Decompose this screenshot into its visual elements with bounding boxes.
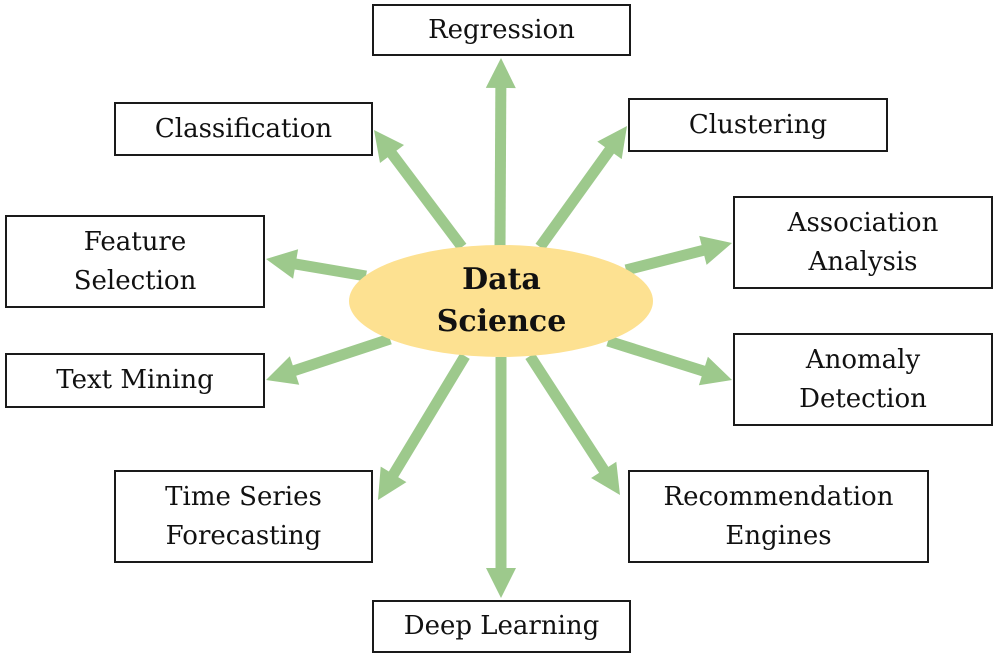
arrow-head-regression [485, 58, 516, 89]
arrow-head-association-analysis [699, 235, 732, 265]
center-label-line-2: Science [436, 304, 567, 339]
arrow-shaft-text-mining [290, 333, 392, 377]
arrow-shaft-recommendation-engines [525, 353, 610, 475]
arrow-to-text-mining [266, 333, 392, 385]
arrow-head-time-series-forecasting [378, 466, 407, 500]
arrow-head-recommendation-engines [591, 461, 620, 495]
node-anomaly-detection: Anomaly Detection [733, 333, 993, 426]
node-association-analysis: Association Analysis [733, 196, 993, 289]
arrow-shaft-feature-selection [292, 258, 367, 282]
node-feature-selection-line-1: Feature [83, 226, 187, 257]
node-anomaly-detection-line-2: Detection [799, 383, 927, 414]
arrow-head-feature-selection [266, 249, 299, 279]
node-text-mining: Text Mining [5, 353, 265, 408]
node-deep-learning: Deep Learning [372, 600, 631, 653]
arrow-head-anomaly-detection [698, 356, 732, 386]
arrow-shaft-clustering [535, 145, 616, 251]
arrow-head-text-mining [266, 356, 300, 385]
node-time-series-forecasting-line-1: Time Series [165, 481, 322, 512]
node-anomaly-detection-line-1: Anomaly [805, 344, 921, 375]
node-deep-learning-line-1: Deep Learning [403, 611, 600, 641]
node-classification: Classification [114, 102, 373, 156]
node-text-mining-line-1: Text Mining [56, 365, 214, 395]
arrow-to-anomaly-detection [606, 335, 732, 386]
arrow-shaft-classification [386, 149, 467, 251]
arrow-to-clustering [535, 126, 627, 251]
node-association-analysis-line-2: Analysis [808, 246, 918, 277]
arrow-head-classification [374, 130, 404, 163]
node-association-analysis-line-1: Association [787, 207, 939, 238]
node-regression-line-1: Regression [428, 14, 575, 45]
arrow-to-association-analysis [624, 235, 732, 276]
node-recommendation-engines-line-1: Recommendation [663, 481, 894, 512]
arrow-to-feature-selection [266, 249, 367, 282]
node-classification-line-1: Classification [154, 113, 333, 144]
node-recommendation-engines-line-2: Engines [725, 520, 832, 551]
node-recommendation-engines: Recommendation Engines [628, 470, 929, 563]
center-label-line-1: Data [462, 262, 541, 297]
arrow-head-clustering [597, 126, 627, 160]
arrow-shaft-regression [494, 85, 507, 249]
arrow-shaft-association-analysis [624, 244, 707, 276]
arrow-shaft-time-series-forecasting [387, 353, 470, 479]
node-time-series-forecasting-line-2: Forecasting [165, 520, 322, 551]
arrow-to-classification [374, 130, 467, 251]
arrow-to-time-series-forecasting [378, 353, 470, 500]
center-ellipse [349, 245, 653, 357]
arrows-layer [266, 58, 732, 598]
arrow-shaft-anomaly-detection [606, 335, 707, 377]
arrow-head-deep-learning [486, 568, 516, 598]
node-clustering-line-1: Clustering [688, 109, 828, 140]
node-clustering: Clustering [628, 98, 888, 152]
node-feature-selection-line-2: Selection [73, 265, 197, 296]
arrow-to-recommendation-engines [525, 353, 620, 495]
arrow-to-deep-learning [486, 357, 516, 598]
node-time-series-forecasting: Time Series Forecasting [114, 470, 373, 563]
arrow-to-regression [485, 58, 516, 249]
node-feature-selection: Feature Selection [5, 215, 265, 308]
center-label: Data Science [350, 245, 653, 357]
node-regression: Regression [372, 4, 631, 56]
